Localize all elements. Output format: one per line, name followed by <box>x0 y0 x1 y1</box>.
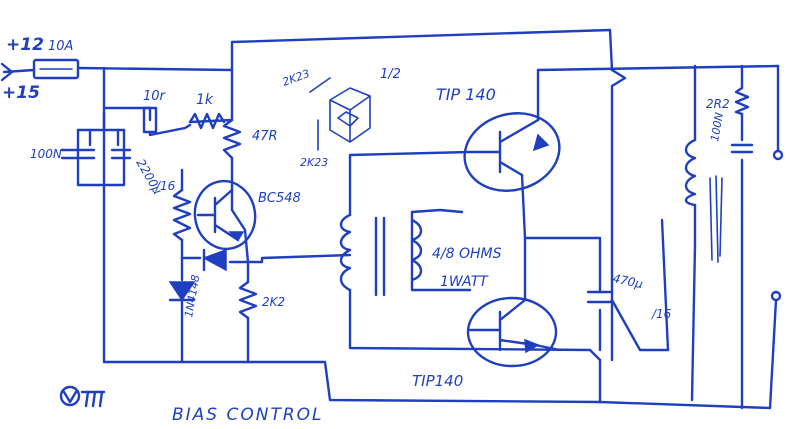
label-diode: 1N4148 <box>182 274 202 319</box>
rail-right-612 <box>610 68 627 362</box>
wires <box>2 28 780 410</box>
branch-10r <box>102 106 152 122</box>
label-tip-bottom: TIP140 <box>412 372 463 390</box>
resistor-2r2 <box>734 86 750 116</box>
label-pot-2k23-a: 2K23 <box>281 67 312 89</box>
label-res-10r: 10r <box>143 89 167 104</box>
label-cap-470u-volt: /16 <box>651 307 672 321</box>
load-coil <box>410 218 423 282</box>
label-cap-2200u-volt: /16 <box>155 179 176 193</box>
label-res-47r: 47R <box>252 129 278 144</box>
transformer-primary <box>339 213 386 297</box>
secondary-top <box>410 208 464 214</box>
label-fuse: 10A <box>48 39 73 54</box>
label-pot-12: 1/2 <box>380 67 401 82</box>
label-cap-100n-right: 100N <box>708 111 726 142</box>
transformer-top-wire <box>348 150 472 217</box>
supply-lead <box>2 68 36 74</box>
branch-10r-lower <box>148 123 192 137</box>
label-cap-470u: 470µ <box>611 271 644 291</box>
transformer-bottom-wire <box>348 288 602 362</box>
input-terminal <box>0 62 14 82</box>
pot-sketch <box>309 77 371 151</box>
label-supply-pos: +12 <box>6 35 44 55</box>
label-tip-top: TIP 140 <box>436 85 496 104</box>
label-load-watt: 1WATT <box>440 274 489 290</box>
label-res-2r2: 2R2 <box>706 97 730 111</box>
choke-right <box>690 243 697 402</box>
rail-top-main <box>230 28 614 72</box>
diode-horizontal <box>202 248 227 272</box>
label-res-1k: 1k <box>196 92 214 108</box>
rail-cap-link <box>76 110 126 132</box>
label-pot-2k23-b: 2K23 <box>300 156 328 169</box>
rail-bottom-right <box>598 298 778 410</box>
transistor-tip140-top <box>463 112 561 192</box>
rail-bottom <box>102 358 602 404</box>
output-terminals <box>770 149 784 302</box>
resistor-bias-left <box>172 188 192 242</box>
cap-2200u <box>88 128 132 160</box>
output-inductor <box>684 138 723 263</box>
transistor-tip140-bottom <box>466 296 558 368</box>
label-load-ohms: 4/8 OHMS <box>432 246 502 262</box>
label-bc548: BC548 <box>258 191 301 206</box>
resistor-1k <box>188 112 226 130</box>
choke-left <box>660 218 670 352</box>
label-supply-alt: +15 <box>2 83 40 103</box>
cap-100n-left <box>60 148 96 160</box>
transistor-bc548 <box>193 179 257 251</box>
cap-100n-right <box>730 143 754 154</box>
diode-1n4148 <box>168 281 196 302</box>
label-res-2k2-low: 2K2 <box>262 295 285 309</box>
labels: +12 +15 10A 10r 1k 47R 100N 2200µ /16 BC… <box>2 35 730 425</box>
ground-symbol <box>59 385 106 408</box>
label-bias-control: BIAS CONTROL <box>172 405 324 425</box>
driver-output <box>230 208 352 264</box>
mid-node <box>520 173 602 294</box>
supply-rail-top <box>76 66 234 72</box>
resistor-47r <box>222 118 242 160</box>
fuse-10a <box>32 58 80 80</box>
tip-bottom-emitter-wire <box>533 343 562 352</box>
secondary-bottom <box>410 210 472 292</box>
cap-470u <box>586 290 614 304</box>
cap-470-return <box>610 298 670 352</box>
label-cap-100n-left: 100N <box>30 147 62 161</box>
rail-right-top <box>536 64 780 72</box>
resistor-10r <box>142 106 158 134</box>
resistor-2k2-low <box>238 280 258 320</box>
